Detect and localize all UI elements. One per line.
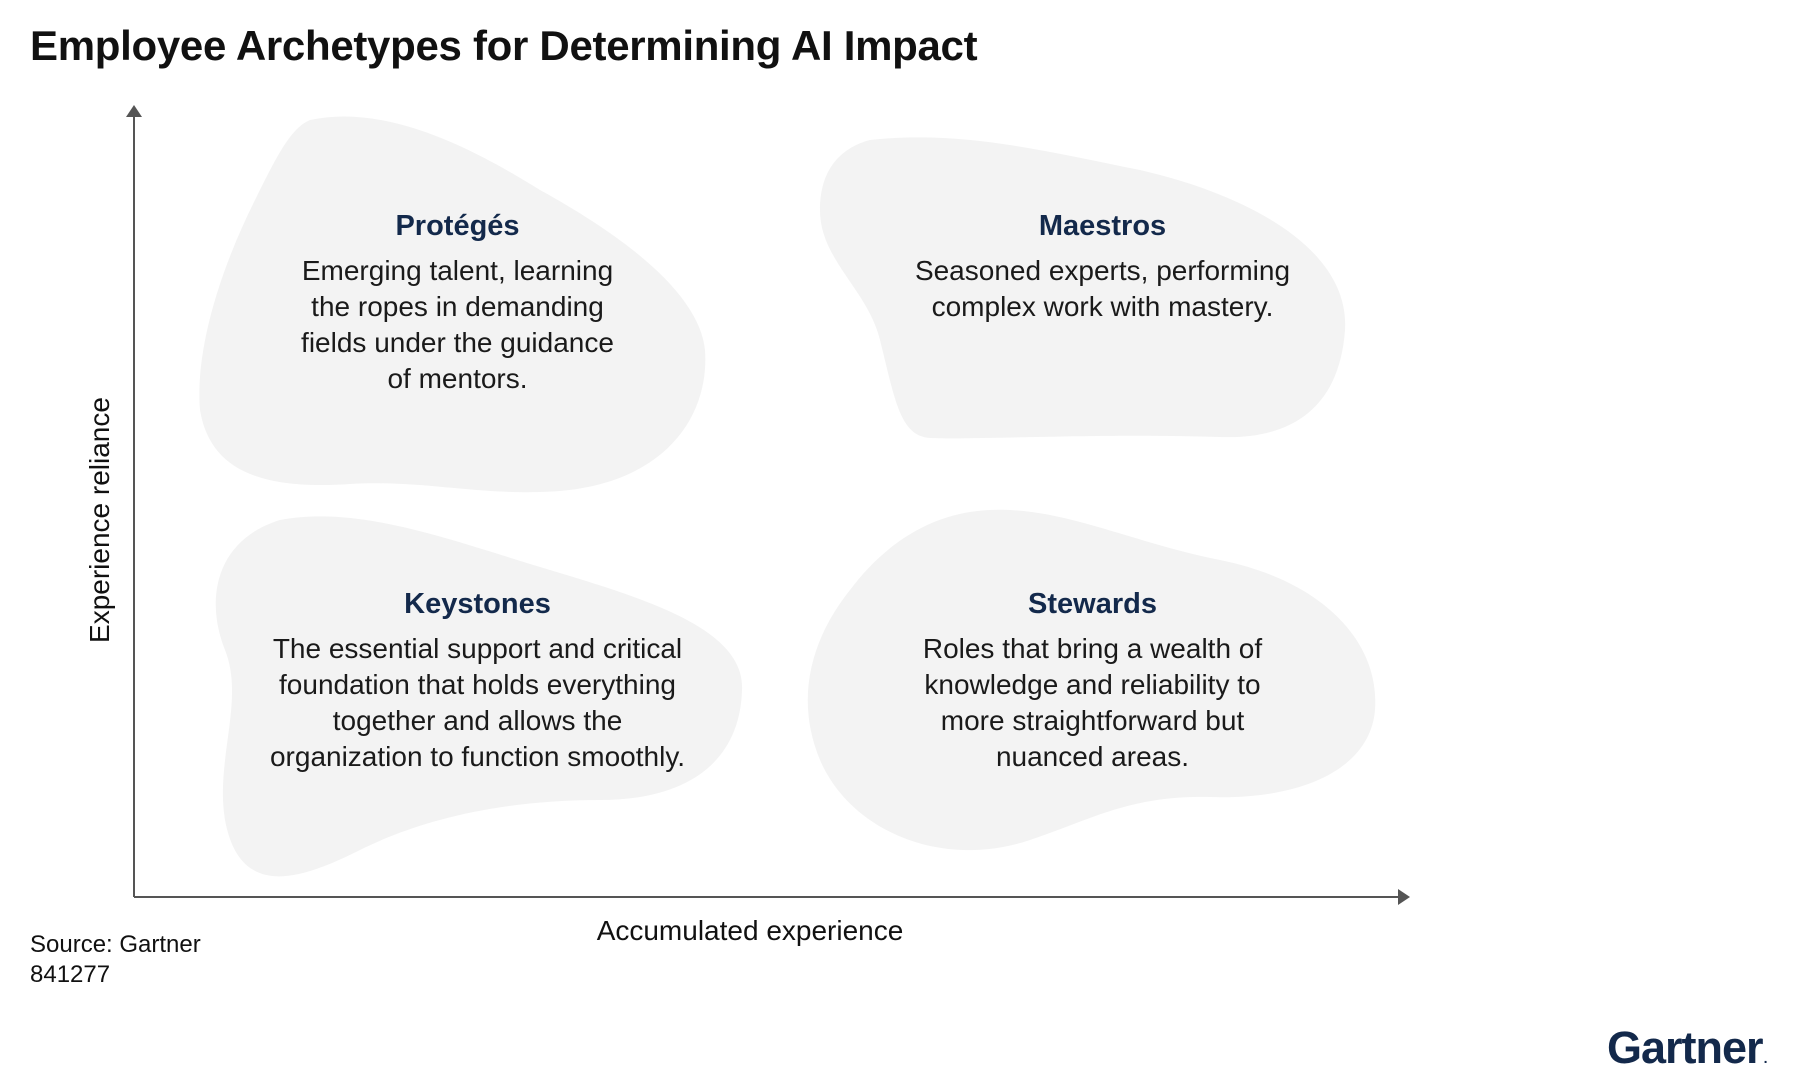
page-title: Employee Archetypes for Determining AI I… (30, 22, 978, 69)
description-line: complex work with mastery. (931, 291, 1274, 322)
logo-mark: . (1763, 1050, 1768, 1066)
description-line: fields under the guidance (301, 327, 614, 358)
blob-proteges (199, 116, 706, 493)
description-line: of mentors. (387, 363, 528, 394)
description-line: foundation that holds everything (279, 669, 676, 700)
quadrant-proteges: Protégés Emerging talent, learning the r… (245, 210, 670, 397)
gartner-logo: Gartner. (1607, 1022, 1768, 1074)
description-line: organization to function smoothly. (269, 741, 686, 772)
description-line: nuanced areas. (995, 741, 1190, 772)
quadrant-title: Protégés (395, 210, 520, 242)
quadrant-maestros: Maestros Seasoned experts, performing co… (865, 210, 1340, 325)
logo-text: Gartner (1607, 1022, 1764, 1073)
x-axis-label: Accumulated experience (596, 915, 904, 946)
axes (133, 115, 1400, 898)
description-line: more straightforward but (940, 705, 1245, 736)
y-axis-arrow (126, 105, 142, 117)
description-line: The essential support and critical (272, 633, 683, 664)
quadrant-description: Roles that bring a wealth of knowledge a… (855, 631, 1330, 775)
description-line: knowledge and reliability to (924, 669, 1261, 700)
description-line: together and allows the (332, 705, 623, 736)
description-line: the ropes in demanding (311, 291, 604, 322)
quadrant-keystones: Keystones The essential support and crit… (235, 588, 720, 775)
description-line: Emerging talent, learning (301, 255, 614, 286)
quadrant-title: Keystones (404, 588, 551, 620)
y-axis-label: Experience reliance (84, 397, 115, 643)
document-id: 841277 (30, 961, 111, 988)
blob-keystones (215, 516, 743, 877)
quadrant-description: Seasoned experts, performing complex wor… (865, 253, 1340, 325)
quadrant-title: Maestros (1038, 210, 1167, 242)
quadrant-description: Emerging talent, learning the ropes in d… (245, 253, 670, 397)
blob-maestros (820, 137, 1346, 439)
quadrant-description: The essential support and critical found… (235, 631, 720, 775)
source-note: Source: Gartner 841277 (30, 930, 201, 990)
description-line: Seasoned experts, performing (914, 255, 1291, 286)
source-text: Source: Gartner (30, 931, 201, 958)
quadrant-stewards: Stewards Roles that bring a wealth of kn… (855, 588, 1330, 775)
quadrant-title: Stewards (1028, 588, 1157, 620)
blob-stewards (807, 509, 1376, 851)
description-line: Roles that bring a wealth of (922, 633, 1263, 664)
quadrant-blobs (199, 116, 1376, 877)
x-axis-arrow (1398, 889, 1410, 905)
